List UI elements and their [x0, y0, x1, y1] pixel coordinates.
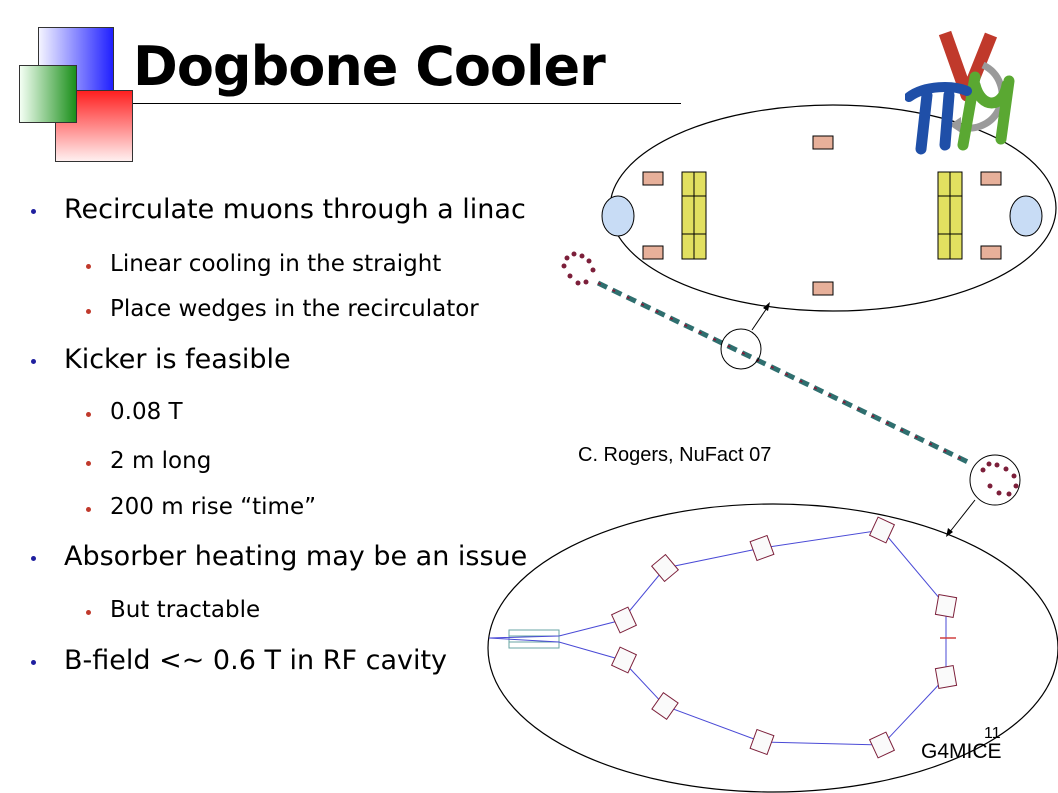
coil-blocks: [642, 135, 1002, 296]
zoom-circle-straight: [720, 328, 762, 370]
zoom-circle-arc: [969, 454, 1021, 506]
sub-bullet-tractable: But tractable: [85, 597, 261, 623]
arc-left-dots: [561, 251, 596, 286]
nu-mu-pi-logo: [905, 30, 1015, 155]
bullet-recirculate: Recirculate muons through a linac: [31, 194, 526, 225]
rf-cavities: [681, 171, 963, 260]
absorber-left: [601, 195, 635, 237]
page-number: 11: [984, 725, 1001, 742]
straight-section-zoom: [601, 104, 1057, 312]
arc-right-dots: [980, 461, 1019, 497]
software-label: G4MICE: [921, 740, 1002, 763]
dogbone-overview: [561, 251, 1021, 537]
absorber-right: [1009, 195, 1043, 237]
figure-credit: C. Rogers, NuFact 07: [578, 444, 772, 466]
sub-bullet-linear-cooling: Linear cooling in the straight: [85, 251, 442, 277]
decor-square-green: [19, 65, 77, 123]
arc-section-zoom: [487, 503, 1058, 793]
slide-title: Dogbone Cooler: [133, 35, 606, 98]
arc-magnets: [610, 516, 958, 759]
bullet-kicker: Kicker is feasible: [31, 344, 291, 375]
bullet-b-field: B-field <~ 0.6 T in RF cavity: [30, 645, 448, 676]
title-underline: [133, 103, 681, 104]
sub-bullet-rise-time: 200 m rise “time”: [85, 494, 317, 520]
bullet-absorber-heating: Absorber heating may be an issue: [30, 541, 528, 572]
sub-bullet-field: 0.08 T: [86, 399, 183, 425]
sub-bullet-length: 2 m long: [85, 448, 212, 474]
sub-bullet-wedges: Place wedges in the recirculator: [86, 296, 479, 322]
